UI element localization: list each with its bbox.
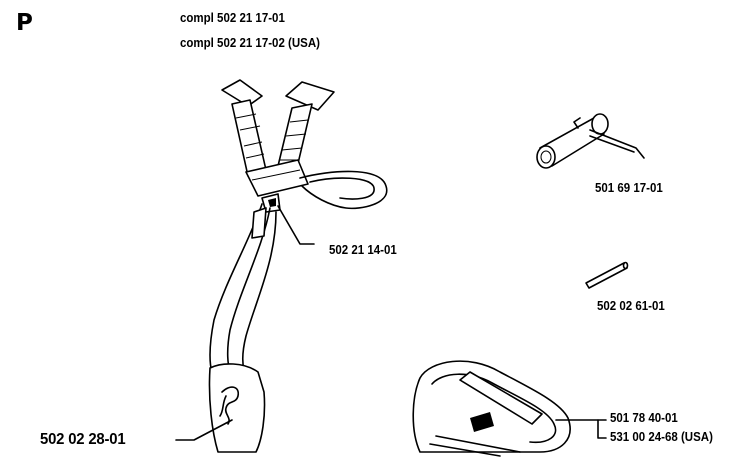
combination-wrench (536, 113, 645, 169)
pin-part (585, 261, 629, 289)
guard-pad (412, 360, 607, 457)
harness-waist-strap (175, 203, 277, 453)
part-number-guard-pad-usa: 531 00 24-68 (USA) (610, 430, 713, 444)
section-letter: P (16, 10, 33, 36)
harness-shoulder-straps (221, 79, 388, 245)
header-compl-line-1: compl 502 21 17-01 (180, 11, 285, 25)
part-number-hip-pad: 502 02 28-01 (40, 431, 126, 448)
part-number-harness-clip: 502 21 14-01 (329, 243, 397, 257)
part-number-pin: 502 02 61-01 (597, 299, 665, 313)
header-compl-line-2: compl 502 21 17-02 (USA) (180, 36, 320, 50)
part-number-guard-pad: 501 78 40-01 (610, 411, 678, 425)
part-number-tool-wrench: 501 69 17-01 (595, 181, 663, 195)
